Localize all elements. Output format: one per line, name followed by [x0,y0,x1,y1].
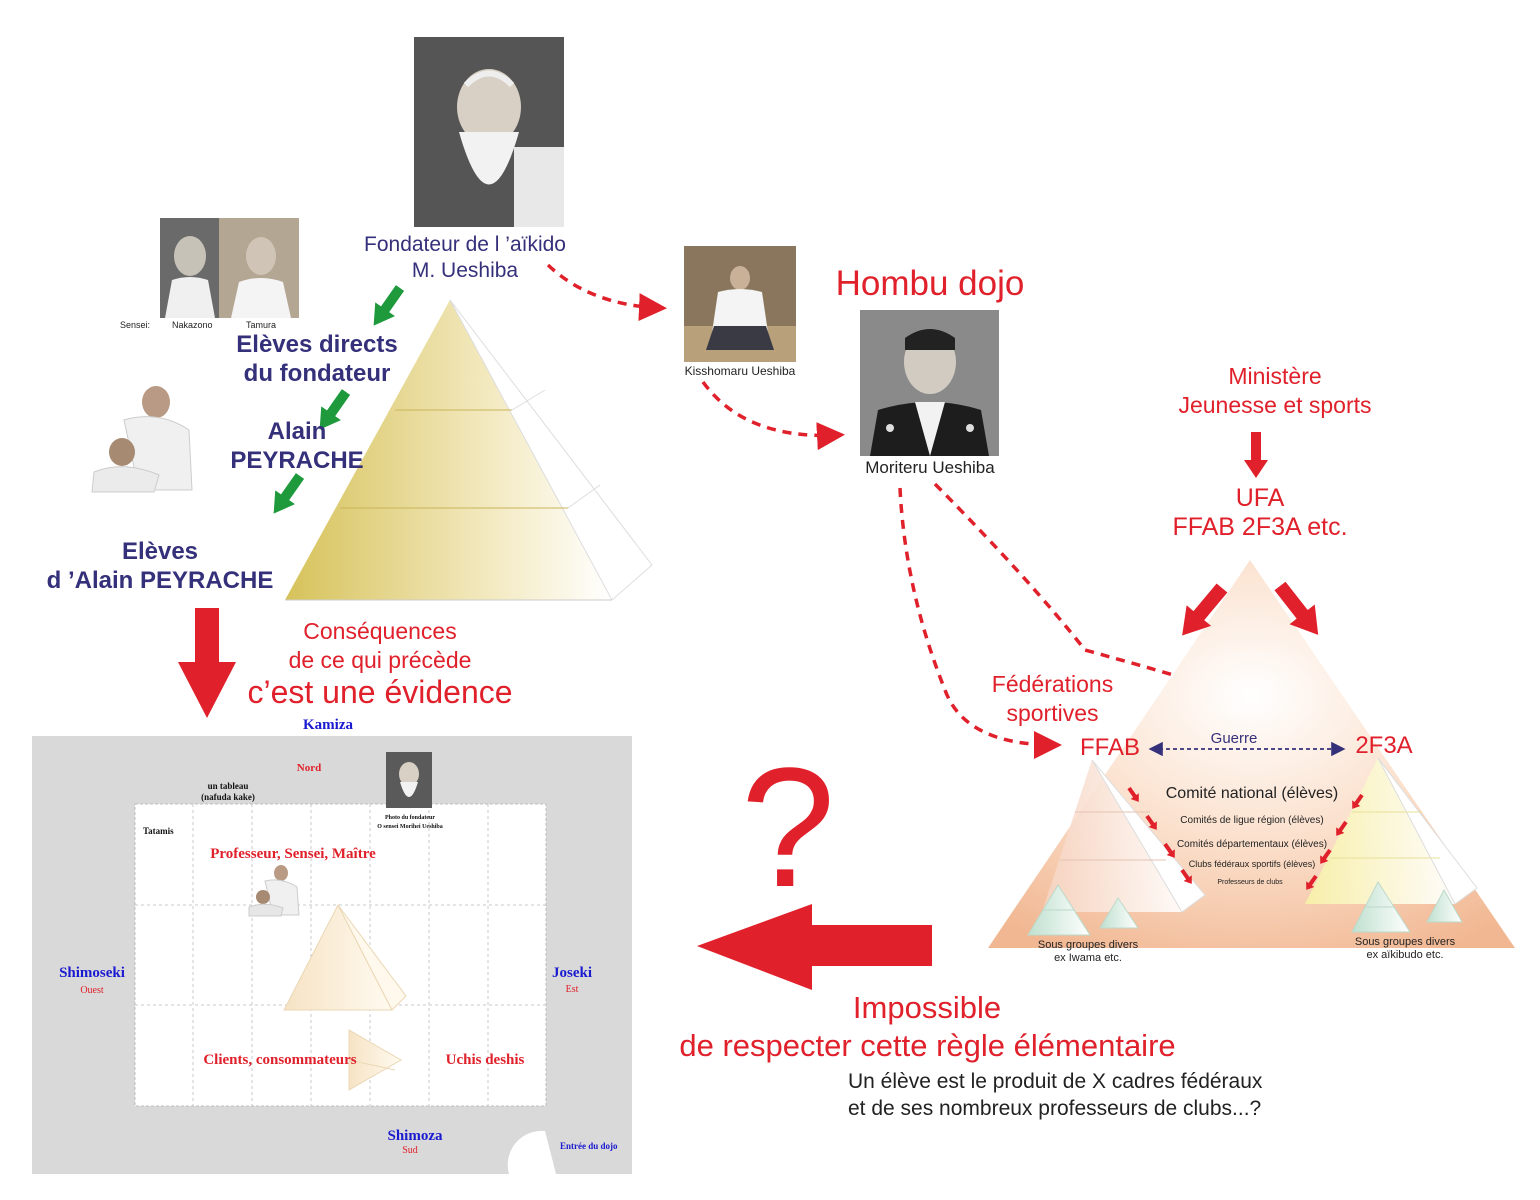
level-clubs: Clubs fédéraux sportifs (élèves) [1188,859,1316,869]
dojo-photo-caption: Photo du fondateur O sensei Morihei Uesh… [355,814,465,832]
dojo-kamiza: Kamiza [303,717,353,733]
level-teachers: Professeurs de clubs [1217,879,1283,886]
founder-photo [414,37,564,227]
moriteru-photo [860,310,999,456]
ministry-line-2: Jeunesse et sports [1178,392,1372,418]
dojo-tatamis: Tatamis [143,826,174,836]
sensei-name-1: Nakazono [172,320,213,330]
founder-title: Fondateur de l ’aïkido M. Ueshiba [340,232,590,284]
level-arrows [1127,786,1364,890]
war-label: Guerre [1210,730,1258,747]
dojo-ouest: Ouest [80,985,104,996]
ffab-pyramid [1042,759,1206,913]
ministry-title: Ministère Jeunesse et sports [1150,362,1400,420]
ufa-line-2: FFAB 2F3A etc. [1172,513,1348,541]
subgroups-left: Sous groupes divers ex Iwama etc. [1020,939,1156,965]
level-department: Comités départementaux (élèves) [1176,839,1328,850]
peyrache-line-1: Alain [267,418,327,445]
gold-pyramid [285,299,653,601]
subgroups-right-line-2: ex aïkibudo etc. [1366,949,1444,961]
consequences-line-3: c’est une évidence [247,674,513,710]
dojo-clients: Clients, consommateurs [203,1052,357,1068]
impossible-line-1: Impossible [852,990,1002,1025]
dojo-nord: Nord [296,762,322,774]
ministry-arrow [1244,432,1268,478]
dojo-photo-caption-line-2: O sensei Morihei Ueshiba [377,824,443,830]
founder-line-1: Fondateur de l ’aïkido [364,233,566,256]
direct-students-title: Elèves directs du fondateur [222,330,412,388]
dojo-entree: Entrée du dojo [560,1141,618,1151]
green-arrows [273,285,405,514]
moriteru-caption: Moriteru Ueshiba [865,458,995,477]
federations-title: Fédérations sportives [970,670,1135,728]
dojo-professeur: Professeur, Sensei, Maître [210,846,376,862]
nakazono-photo [160,218,220,318]
direct-students-line-1: Elèves directs [236,331,398,358]
ministry-line-1: Ministère [1228,363,1322,389]
dojo-tableau: un tableau (nafuda kake) [188,781,268,803]
kisshomaru-photo [684,246,796,362]
subgroups-left-line-1: Sous groupes divers [1037,939,1139,951]
federations-line-1: Fédérations [991,671,1114,697]
founder-line-2: M. Ueshiba [411,259,519,282]
dojo-tableau-line-1: un tableau [207,781,249,791]
dojo-photo-caption-line-1: Photo du fondateur [384,815,435,821]
impossible-line-2: de respecter cette règle élémentaire [679,1028,1176,1063]
level-national: Comité national (élèves) [1165,785,1339,802]
dojo-uchis: Uchis deshis [445,1052,525,1068]
dojo-founder-photo [386,752,432,808]
dojo-est: Est [565,984,579,995]
big-left-arrow [697,904,932,990]
dojo-sud: Sud [402,1145,418,1156]
ufa-line-1: UFA [1235,484,1285,512]
dojo-teacher-photo [247,863,301,917]
subgroups-left-line-2: ex Iwama etc. [1054,952,1122,964]
2f3a-label: 2F3A [1355,732,1413,759]
consequences-line-2: de ce qui précède [288,647,472,673]
sensei-label: Sensei: [120,320,151,330]
ufa-split-arrows [1182,581,1319,636]
students-line-1: Elèves [121,538,199,565]
students-line-2: d ’Alain PEYRACHE [46,567,274,594]
peyrache-photo [84,380,202,498]
dojo-plan [32,736,632,1174]
dojo-shimoseki: Shimoseki [59,965,125,981]
red-down-arrow [178,608,236,718]
dojo-shimoza: Shimoza [387,1128,443,1144]
consequences-line-1: Conséquences [303,618,457,644]
note-line-2: et de ses nombreux professeurs de clubs.… [848,1097,1262,1120]
level-region: Comités de ligue région (élèves) [1180,815,1324,826]
federations-line-2: sportives [1006,700,1099,726]
subgroup-pyramids [1027,881,1463,936]
question-mark: ? [740,733,836,923]
ffab-label: FFAB [1079,734,1140,761]
subgroups-right: Sous groupes divers ex aïkibudo etc. [1337,936,1473,962]
peyrache-line-2: PEYRACHE [230,447,364,474]
tamura-photo [219,218,299,318]
kisshomaru-caption: Kisshomaru Ueshiba [684,364,796,378]
peyrache-title: Alain PEYRACHE [222,417,372,475]
students-title: Elèves d ’Alain PEYRACHE [30,537,290,595]
2f3a-pyramid [1305,757,1478,905]
direct-students-line-2: du fondateur [243,360,391,387]
note-line-1: Un élève est le produit de X cadres fédé… [848,1070,1263,1093]
sensei-name-2: Tamura [246,320,277,330]
hombu-title: Hombu dojo [835,264,1025,303]
ufa-title: UFA FFAB 2F3A etc. [1140,484,1380,542]
subgroups-right-line-1: Sous groupes divers [1354,936,1456,948]
dojo-tableau-line-2: (nafuda kake) [201,792,255,802]
dojo-joseki: Joseki [551,965,592,981]
